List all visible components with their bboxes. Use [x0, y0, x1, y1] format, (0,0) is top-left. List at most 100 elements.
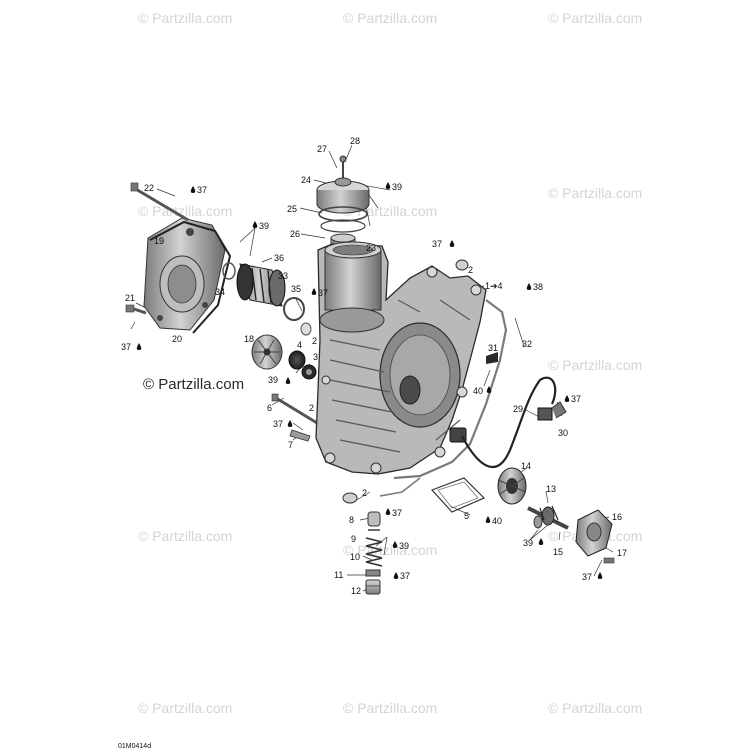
callout: 37: [400, 571, 410, 581]
callout: 31: [488, 343, 498, 353]
watermark: © Partzilla.com: [548, 357, 643, 373]
callout: 32: [522, 339, 532, 349]
callout: 35: [291, 284, 301, 294]
watermark: © Partzilla.com: [548, 10, 643, 26]
callout: 39: [392, 182, 402, 192]
callout: 23: [366, 243, 376, 253]
o-ring: [222, 262, 236, 280]
callout: 37: [392, 508, 402, 518]
watermark: © Partzilla.com: [343, 10, 438, 26]
callout: 9: [351, 534, 356, 544]
short-bolt: [125, 304, 147, 315]
grommet: [486, 352, 498, 364]
watermark: © Partzilla.com: [138, 700, 233, 716]
callout: 37: [432, 239, 442, 249]
long-bolt: [130, 182, 189, 222]
callout: 39: [268, 375, 278, 385]
callout: 34: [215, 287, 225, 297]
callout: 16: [612, 512, 622, 522]
callout: 29: [513, 404, 523, 414]
filter-o-ring: [318, 206, 368, 222]
callout: 33: [278, 271, 288, 281]
callout: 21: [125, 293, 135, 303]
callout: 12: [351, 586, 361, 596]
callout: 20: [172, 334, 182, 344]
valve-plug: [365, 579, 381, 595]
watermark: © Partzilla.com: [138, 203, 233, 219]
sensor-harness: [461, 376, 567, 469]
callout: 2: [362, 488, 367, 498]
callout: 39: [523, 538, 533, 548]
callout: 2: [468, 265, 473, 275]
callout: 40: [473, 386, 483, 396]
callout: 38: [533, 282, 543, 292]
callout: 6: [267, 403, 272, 413]
pump-end-cover: [575, 509, 613, 557]
watermark-center: © Partzilla.com: [143, 376, 245, 393]
tie-bolt: [271, 393, 323, 428]
sealant-drop-icons: [136, 182, 603, 579]
crankcase-cover: [315, 241, 487, 475]
filter-o-ring-small: [320, 219, 366, 233]
callout: 17: [617, 548, 627, 558]
pump-housing: [143, 217, 232, 334]
watermark: © Partzilla.com: [548, 185, 643, 201]
callout: 37: [571, 394, 581, 404]
callout: 40: [492, 516, 502, 526]
relief-valve: [367, 511, 381, 531]
dowel-pin: [289, 429, 311, 442]
valve-spring: [365, 537, 383, 567]
callout: 27: [317, 144, 327, 154]
gear-shaft: [527, 505, 569, 530]
callout: 15: [553, 547, 563, 557]
seal-ring: [283, 297, 305, 321]
callout: 37: [318, 288, 328, 298]
watermark: © Partzilla.com: [138, 528, 233, 544]
callout: 19: [154, 236, 164, 246]
valve-washer: [365, 569, 381, 577]
callout: 39: [399, 541, 409, 551]
watermark: © Partzilla.com: [343, 700, 438, 716]
callout: 10: [350, 552, 360, 562]
watermark: © Partzilla.com: [138, 10, 233, 26]
callout: 14: [521, 461, 531, 471]
callout-labels: 22 37 19 21 37 20 27 28 24 39 25 26 23 3…: [121, 136, 627, 596]
pump-sleeve: [236, 263, 286, 307]
callout: 2: [309, 403, 314, 413]
callout: 37: [273, 419, 283, 429]
callout: 39: [259, 221, 269, 231]
callout: 37: [121, 342, 131, 352]
gasket-plate: [430, 477, 486, 513]
seal-washer: [288, 350, 306, 370]
callout: 22: [144, 183, 154, 193]
callout: 37: [197, 185, 207, 195]
callout: 26: [290, 229, 300, 239]
callout: 18: [244, 334, 254, 344]
drive-gear: [497, 467, 527, 505]
end-bolt: [603, 557, 615, 564]
callout: 8: [349, 515, 354, 525]
callout: 13: [546, 484, 556, 494]
cover-gasket: [393, 299, 508, 480]
callout: 30: [558, 428, 568, 438]
callout: 28: [350, 136, 360, 146]
callout: 37: [582, 572, 592, 582]
callout: 7: [288, 440, 293, 450]
callout: 1➔4: [485, 281, 503, 291]
small-plug: [300, 322, 312, 336]
callout: 4: [297, 340, 302, 350]
callout: 2: [312, 336, 317, 346]
watermark: © Partzilla.com: [548, 700, 643, 716]
plug-lower: [342, 492, 358, 504]
reference-code: 01M0414d: [118, 743, 151, 750]
impeller: [251, 334, 283, 370]
callout: 3: [313, 352, 318, 362]
callout: 11: [334, 570, 343, 580]
oil-filter-cap: [316, 155, 370, 214]
callout: 36: [274, 253, 284, 263]
plug: [455, 259, 469, 271]
callout: 24: [301, 175, 311, 185]
callout: 5: [464, 511, 469, 521]
